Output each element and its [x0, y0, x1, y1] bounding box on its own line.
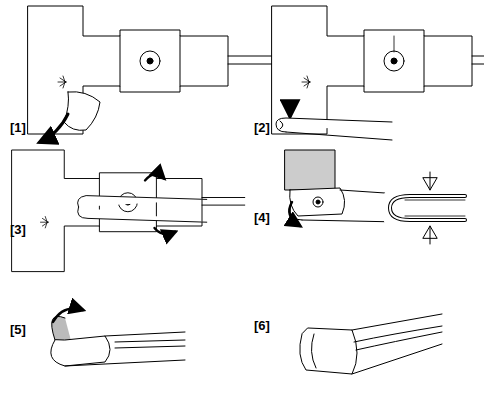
step-number: [3]	[10, 222, 26, 237]
step-number: [5]	[10, 322, 26, 337]
step-number: [4]	[254, 210, 270, 225]
step-number: [2]	[254, 120, 270, 135]
step-number: [1]	[10, 120, 26, 135]
step-number: [6]	[254, 318, 270, 333]
